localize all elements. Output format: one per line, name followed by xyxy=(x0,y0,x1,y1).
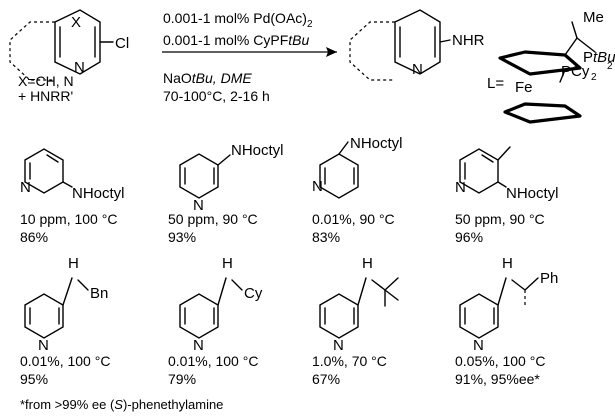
ex7-h-atom: H xyxy=(362,255,373,272)
ex7-n-atom: N xyxy=(333,337,344,354)
ex5-yield: 95% xyxy=(20,371,48,387)
footnote-stereo: S xyxy=(114,397,123,412)
ex3-loading: 0.01%, 90 °C xyxy=(312,211,395,227)
footnote-pre: *from >99% ee ( xyxy=(20,397,115,412)
product-structure: N NHR xyxy=(349,9,485,81)
example-7-structure: N H xyxy=(319,255,399,354)
condition-temperature-time: 70-100°C, 2-16 h xyxy=(163,88,270,104)
condition-pd-subscript: 2 xyxy=(307,19,313,30)
ex1-substituent: NHoctyl xyxy=(72,185,125,202)
ex3-n-atom: N xyxy=(312,178,323,195)
ligand-l-label: L= xyxy=(487,75,504,92)
svg-text:NaOtBu, DME: NaOtBu, DME xyxy=(163,70,252,86)
ex2-loading: 50 ppm, 90 °C xyxy=(168,211,258,227)
example-4-structure: N NHoctyl xyxy=(455,146,559,202)
reaction-conditions: 0.001-1 mol% Pd(OAc)2 0.001-1 mol% CyPFt… xyxy=(162,10,337,104)
ex5-loading: 0.01%, 100 °C xyxy=(20,353,110,369)
ex5-substituent: Bn xyxy=(90,285,108,302)
ferrocene-ligand-structure: L= Fe Me PtBu PCy 2 2 xyxy=(487,9,615,124)
condition-ligand-tail: tBu xyxy=(288,32,309,48)
condition-base: NaO xyxy=(163,70,192,86)
ex5-h-atom: H xyxy=(68,255,79,272)
ex4-yield: 96% xyxy=(455,229,483,245)
ex6-yield: 79% xyxy=(168,371,196,387)
ex5-n-atom: N xyxy=(38,337,49,354)
condition-ligand: 0.001-1 mol% CyPF xyxy=(163,32,288,48)
ex3-substituent: NHoctyl xyxy=(350,135,403,152)
ex8-substituent: Ph xyxy=(540,270,558,287)
example-6-structure: N H Cy xyxy=(179,255,263,354)
ex1-loading: 10 ppm, 100 °C xyxy=(20,211,117,227)
ligand-pcy-subscript: 2 xyxy=(591,72,597,83)
example-3-structure: N NHoctyl xyxy=(312,135,403,199)
ex4-substituent: NHoctyl xyxy=(506,185,559,202)
ligand-fe-atom: Fe xyxy=(515,79,533,96)
ex8-n-atom: N xyxy=(473,337,484,354)
reactant-structure: X N Cl X=CH, N + HNRR' xyxy=(9,9,129,104)
ex8-h-atom: H xyxy=(502,255,513,272)
reactant-n-atom: N xyxy=(74,59,85,76)
product-n-atom: N xyxy=(412,61,423,78)
example-1-structure: N NHoctyl xyxy=(20,148,125,202)
ex3-yield: 83% xyxy=(312,229,340,245)
ex6-h-atom: H xyxy=(222,255,233,272)
ligand-tbu: tBu xyxy=(593,49,615,66)
reactant-x-definition: X=CH, N xyxy=(18,73,74,89)
svg-text:0.001-1 mol% CyPFtBu: 0.001-1 mol% CyPFtBu xyxy=(163,32,310,48)
condition-pd-catalyst: 0.001-1 mol% Pd(OAc) xyxy=(163,10,307,26)
ex6-n-atom: N xyxy=(193,337,204,354)
ex1-yield: 86% xyxy=(20,229,48,245)
ex2-yield: 93% xyxy=(168,229,196,245)
ligand-p-atom: P xyxy=(583,49,593,66)
svg-text:PtBu: PtBu xyxy=(583,49,615,66)
ex6-loading: 0.01%, 100 °C xyxy=(168,353,258,369)
reactant-cl-atom: Cl xyxy=(115,35,129,52)
example-8-structure: N H Ph xyxy=(459,255,558,354)
example-5-structure: N H Bn xyxy=(24,255,108,354)
ex2-n-atom: N xyxy=(193,197,204,214)
ex7-yield: 67% xyxy=(312,371,340,387)
ex4-n-atom: N xyxy=(455,179,466,196)
ligand-tbu-subscript: 2 xyxy=(607,61,613,72)
product-nhr-group: NHR xyxy=(452,32,485,49)
svg-text:0.001-1 mol% Pd(OAc)2: 0.001-1 mol% Pd(OAc)2 xyxy=(163,10,313,30)
ex8-yield: 91%, 95%ee* xyxy=(455,371,540,387)
condition-base-tail: tBu, DME xyxy=(192,70,253,86)
example-2-structure: N NHoctyl xyxy=(179,142,284,214)
amine-reagent: + HNRR' xyxy=(18,88,73,104)
footnote-post: )-phenethylamine xyxy=(123,397,223,412)
footnote: *from >99% ee (S)-phenethylamine xyxy=(20,397,223,412)
ex6-substituent: Cy xyxy=(244,285,263,302)
ex2-substituent: NHoctyl xyxy=(231,142,284,159)
ex4-loading: 50 ppm, 90 °C xyxy=(455,211,545,227)
ex1-n-atom: N xyxy=(20,179,31,196)
ex8-loading: 0.05%, 100 °C xyxy=(455,353,545,369)
ex7-loading: 1.0%, 70 °C xyxy=(312,353,387,369)
ligand-pcy-group: PCy xyxy=(561,63,590,80)
ligand-methyl: Me xyxy=(583,9,604,26)
reactant-x-atom: X xyxy=(71,14,81,31)
